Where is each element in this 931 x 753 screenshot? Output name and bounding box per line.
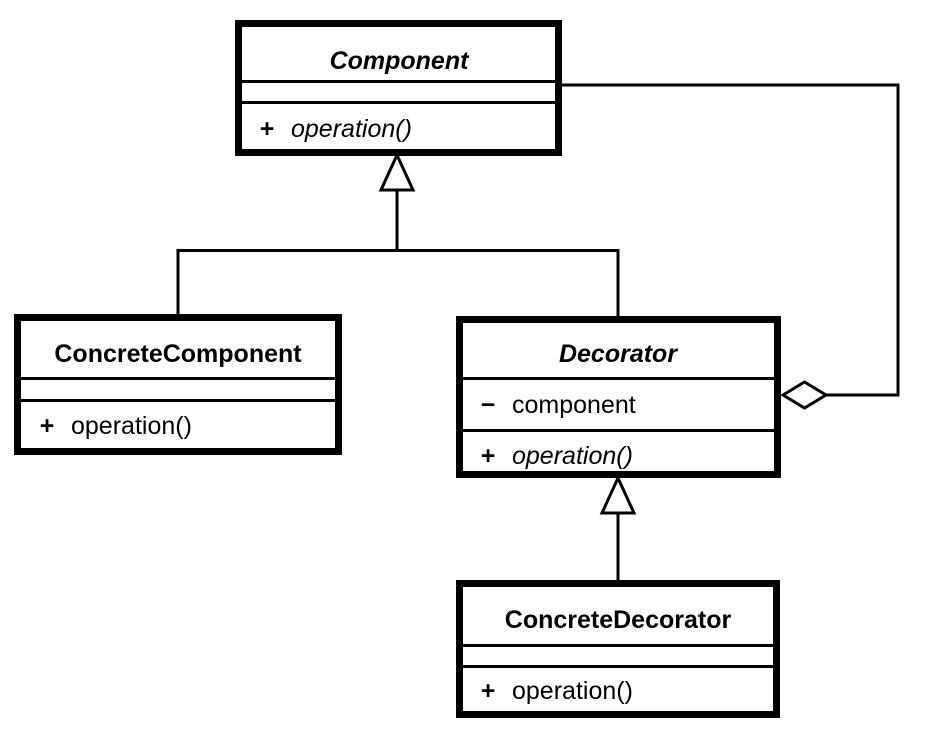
concrete-component-box-outline: [14, 314, 342, 455]
concrete-component-class-name: ConcreteComponent: [54, 340, 302, 368]
relationship-aggregation-decorator-component: [557, 83, 900, 410]
hollow-triangle-icon-decorator: [599, 474, 637, 515]
class-box-component[interactable]: Component + operation(): [235, 20, 562, 156]
decorator-operation-name: operation(): [512, 442, 633, 470]
concrete-decorator-class-name: ConcreteDecorator: [505, 606, 732, 634]
class-box-concrete-decorator[interactable]: ConcreteDecorator + operation(): [456, 580, 780, 718]
decorator-attribute-visibility: −: [481, 391, 496, 419]
class-box-decorator[interactable]: Decorator − component + operation(): [456, 316, 781, 478]
decorator-class-name: Decorator: [559, 340, 678, 368]
component-class-name: Component: [330, 47, 471, 75]
class-box-concrete-component[interactable]: ConcreteComponent + operation(): [14, 314, 342, 455]
relationship-generalization-concrete-decorator: [599, 474, 637, 582]
concrete-component-operation-visibility: +: [40, 412, 55, 440]
decorator-box-outline: [456, 316, 781, 478]
relationship-generalization-tree: [176, 151, 620, 318]
aggregation-line: [557, 83, 900, 397]
concrete-decorator-operation-name: operation(): [512, 677, 633, 705]
decorator-attribute-name: component: [512, 391, 636, 419]
component-operation-visibility: +: [260, 115, 275, 143]
decorator-operation-visibility: +: [481, 442, 496, 470]
concrete-decorator-box-outline: [456, 580, 780, 718]
hollow-diamond-icon: [780, 380, 829, 410]
component-box-outline: [235, 20, 562, 156]
concrete-decorator-operation-visibility: +: [481, 677, 496, 705]
component-operation-name: operation(): [291, 115, 412, 143]
hollow-triangle-icon-component: [378, 151, 416, 192]
concrete-component-operation-name: operation(): [71, 412, 192, 440]
